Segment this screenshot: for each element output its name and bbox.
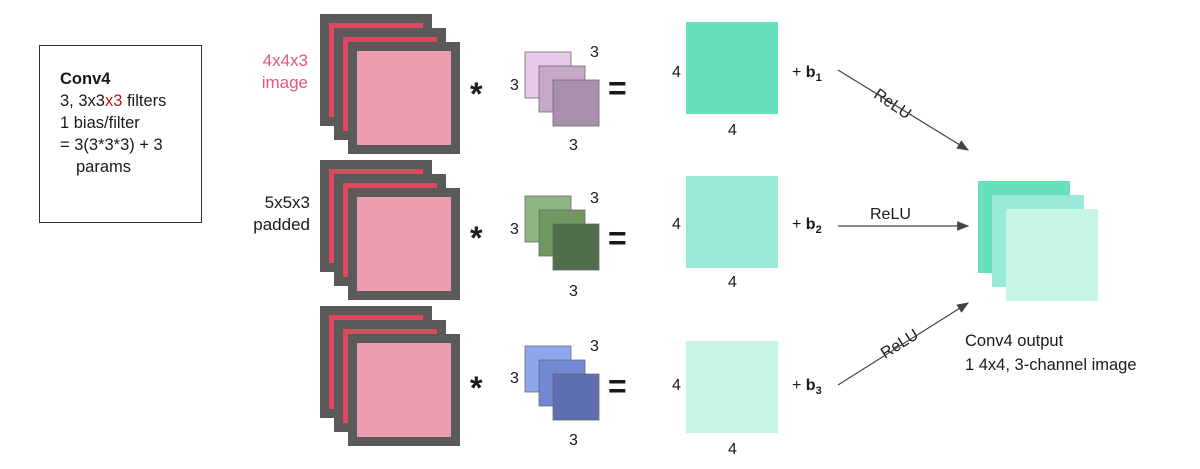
output-2-size-left: 4 bbox=[672, 216, 681, 233]
input-layer-face bbox=[357, 343, 451, 437]
bias-3-plus: + bbox=[792, 377, 806, 394]
output-1-size-bottom: 4 bbox=[728, 122, 737, 139]
bias-3-subscript: 3 bbox=[815, 385, 822, 398]
bias-3-letter: b bbox=[805, 377, 816, 394]
info-params-line: params bbox=[76, 158, 132, 176]
output-channel-3 bbox=[1006, 209, 1098, 301]
bias-1: + b1 bbox=[792, 64, 822, 87]
filter-1-size-top: 3 bbox=[590, 44, 599, 61]
filter-2-layer bbox=[552, 223, 600, 271]
info-filters-line: 3, 3x3x3 filters bbox=[60, 90, 201, 112]
relu-label-2: ReLU bbox=[870, 206, 911, 223]
filter-1-layer bbox=[552, 79, 600, 127]
convolve-operator-1: * bbox=[470, 76, 483, 112]
bias-1-letter: b bbox=[805, 64, 816, 81]
filter-2-size-bottom: 3 bbox=[569, 283, 578, 300]
output-3-size-left: 4 bbox=[672, 377, 681, 394]
bias-1-plus: + bbox=[792, 64, 806, 81]
input-layer-face bbox=[357, 197, 451, 291]
info-filters-suffix: filters bbox=[122, 92, 167, 110]
output-label-desc: 1 4x4, 3-channel image bbox=[965, 356, 1137, 374]
convolve-operator-3: * bbox=[470, 370, 483, 406]
info-formula-line: = 3(3*3*3) + 3 bbox=[60, 136, 163, 154]
bias-2-letter: b bbox=[805, 216, 816, 233]
filter-3-layer bbox=[552, 373, 600, 421]
output-1-size-left: 4 bbox=[672, 64, 681, 81]
info-filters-prefix: 3, 3x3 bbox=[60, 92, 105, 110]
bias-2: + b2 bbox=[792, 216, 822, 239]
bias-2-subscript: 2 bbox=[815, 224, 822, 237]
output-label-title: Conv4 output bbox=[965, 332, 1064, 350]
bias-3: + b3 bbox=[792, 377, 822, 400]
padded-label-size: 5x5x3 bbox=[264, 193, 310, 212]
filter-1-size-left: 3 bbox=[510, 77, 519, 94]
arrow-relu-1 bbox=[837, 69, 970, 151]
filter-2-size-left: 3 bbox=[510, 221, 519, 238]
output-3-size-bottom: 4 bbox=[728, 441, 737, 458]
filter-3-size-left: 3 bbox=[510, 370, 519, 387]
input-label-image: image bbox=[261, 73, 308, 92]
filter-3-size-top: 3 bbox=[590, 338, 599, 355]
input-label-size: 4x4x3 bbox=[262, 51, 308, 70]
input-layer-face bbox=[357, 51, 451, 145]
equals-operator-1: = bbox=[608, 70, 627, 106]
info-bias-line: 1 bias/filter bbox=[60, 114, 140, 132]
info-title: Conv4 bbox=[60, 70, 111, 88]
equals-operator-3: = bbox=[608, 368, 627, 404]
arrow-relu-3 bbox=[837, 302, 970, 386]
output-map-1 bbox=[686, 22, 778, 114]
equals-operator-2: = bbox=[608, 220, 627, 256]
info-box: Conv4 3, 3x3x3 filters 1 bias/filter = 3… bbox=[39, 45, 202, 223]
bias-2-plus: + bbox=[792, 216, 806, 233]
output-map-2 bbox=[686, 176, 778, 268]
filter-3-size-bottom: 3 bbox=[569, 432, 578, 449]
bias-1-subscript: 1 bbox=[815, 72, 822, 85]
info-filters-highlight: x3 bbox=[104, 92, 123, 110]
output-map-3 bbox=[686, 341, 778, 433]
filter-2-size-top: 3 bbox=[590, 190, 599, 207]
filter-1-size-bottom: 3 bbox=[569, 137, 578, 154]
padded-label-text: padded bbox=[253, 215, 310, 234]
convolve-operator-2: * bbox=[470, 220, 483, 256]
output-label: Conv4 output 1 4x4, 3-channel image bbox=[965, 329, 1137, 377]
output-2-size-bottom: 4 bbox=[728, 274, 737, 291]
